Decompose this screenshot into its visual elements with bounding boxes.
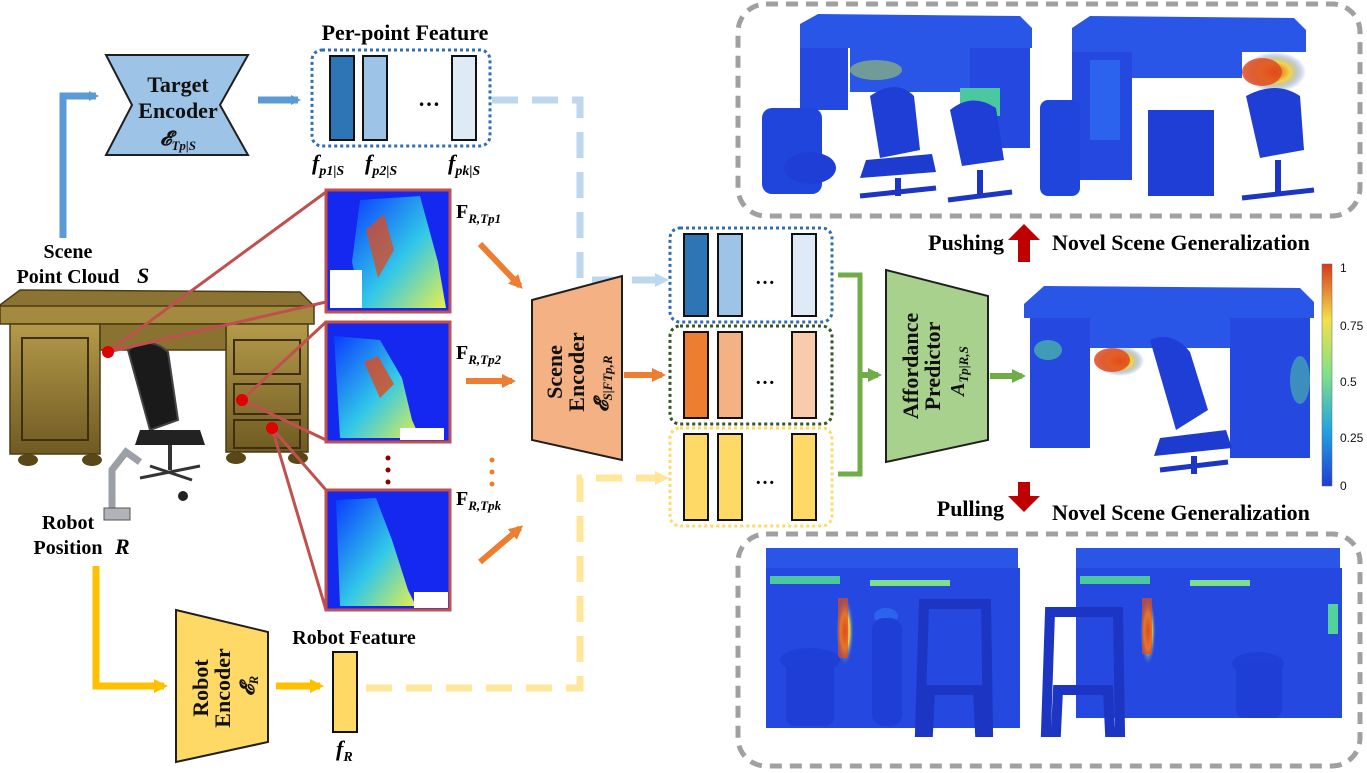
target-encoder-label-2: Encoder [138,98,218,123]
depth-dots-vertical [385,455,391,485]
fused-orange-bar-3 [791,331,817,419]
robot-feature-title: Robot Feature [292,627,416,649]
per-point-feature-title: Per-point Feature [322,20,489,45]
colorbar-tick-1: 1 [1340,261,1347,275]
colorbar-tick-0: 0 [1340,479,1347,493]
robot-symbol: R [114,534,130,559]
per-point-feature-box [310,48,492,148]
pushing-arrow [1008,224,1040,262]
sample-point-1 [102,346,114,358]
feature-bar-pk [451,55,477,141]
pushing-example-2 [1040,16,1315,201]
depth1-to-scene-encoder-arrow [477,241,523,289]
feature-bar-p2 [362,55,388,141]
depth-label-dots [489,457,495,487]
pulling-example-1 [766,548,1020,737]
fused-yellow-bar-3 [791,433,817,521]
depthk-to-scene-encoder-arrow [478,525,524,565]
depth-map-2 [324,320,452,444]
sample-point-3 [266,422,278,434]
depth-f2-label: FR,Tp2 [456,342,502,367]
pulling-label: Pulling [937,496,1004,521]
novel-scene-bottom-label: Novel Scene Generalization [1052,500,1310,525]
robot-to-encoder-arrow [92,566,168,693]
fused-orange-bar-2 [717,331,743,419]
fused-blue-dots: … [755,267,775,289]
robot-position-label-2: Position [34,537,103,559]
pushing-label: Pushing [928,230,1004,255]
colorbar-tick-05: 0.5 [1340,375,1357,389]
feature-dots: … [418,86,440,111]
depth-f1-label: FR,Tp1 [456,201,501,226]
fused-orange-bar-1 [683,331,709,419]
fused-blue-bar-1 [683,233,709,317]
scene-label-1: Scene [44,241,93,263]
feature-pk-label: fpk|S [448,150,480,179]
fused-yellow-bar-2 [717,433,743,521]
fused-blue-bar-2 [717,233,743,317]
scene-to-target-arrow [59,91,99,238]
robot-encoder-label-1: Robot [188,659,213,717]
target-encoder-label-1: Target [147,72,209,97]
pushing-examples-box [735,1,1363,219]
colorbar-tick-075: 0.75 [1340,319,1364,333]
fused-blue-bar-3 [791,233,817,317]
affordance-label-2: Predictor [920,321,945,410]
depth-map-1 [324,188,452,314]
pulling-arrow [1008,482,1040,512]
output-point-cloud [1024,286,1314,474]
feature-p2-label: fp2|S [365,150,397,179]
scene-label-2: Point Cloud [17,266,120,288]
target-encoder-shape [104,54,250,156]
robot-feature-symbol: fR [336,736,353,765]
scene-encoder-label-1: Scene [542,345,567,399]
fused-yellow-dots: … [755,467,775,489]
pulling-example-2 [1040,548,1342,737]
novel-scene-top-label: Novel Scene Generalization [1052,230,1310,255]
pulling-examples-box [735,531,1363,769]
affordance-label-1: Affordance [898,313,923,420]
sample-point-2 [236,394,248,406]
robot-position-label-1: Robot [42,512,95,534]
depth-fk-label: FR,Tpk [456,488,502,513]
feature-bar-p1 [329,55,355,141]
fused-blue-box [668,226,834,324]
colorbar-tick-025: 0.25 [1340,431,1364,445]
pushing-example-1 [762,14,1032,203]
robot-encoder-shape [175,608,269,764]
sample-point-links [107,190,328,611]
scene-encoder-shape [531,274,623,462]
feature-p1-label: fp1|S [312,150,344,179]
scene-encoder-label-2: Encoder [564,332,589,412]
scene-symbol: S [137,263,149,288]
colorbar [1321,263,1333,487]
depth-map-k [324,488,452,612]
fused-yellow-bar-1 [683,433,709,521]
feature-to-fusion-dashed [492,96,669,287]
fused-orange-dots: … [755,367,775,389]
affordance-symbol: ATp|R,S [947,346,971,398]
robot-encoder-label-2: Encoder [210,648,235,728]
robot-feature-bar [332,651,358,733]
affordance-predictor-shape [885,268,989,464]
scene-desk-image [0,289,316,521]
